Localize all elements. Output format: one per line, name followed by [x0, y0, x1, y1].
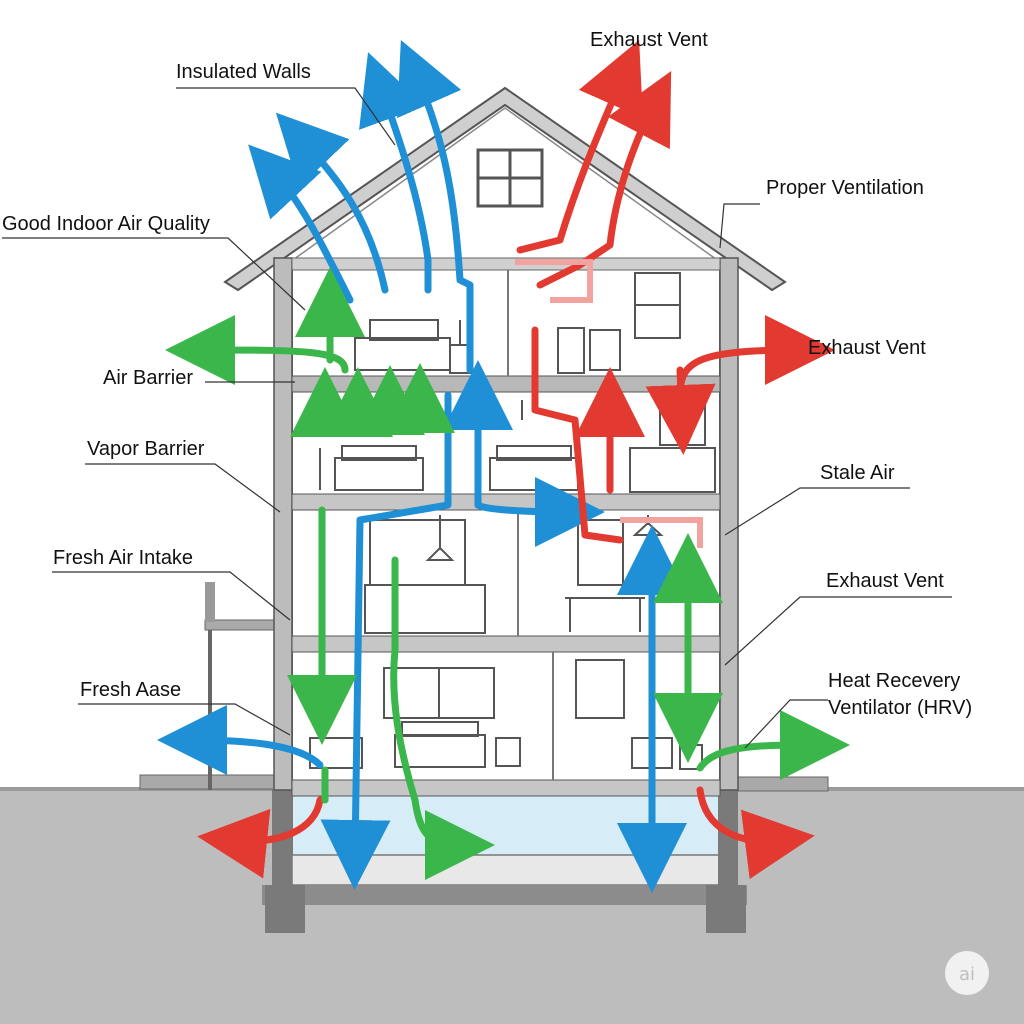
basement-floor — [291, 854, 721, 886]
wall-left — [273, 257, 293, 791]
label-hrv-line2: Ventilator (HRV) — [828, 697, 972, 719]
green-flow-right-out — [696, 710, 850, 781]
floor-slab-0 — [291, 779, 721, 797]
label-fresh-air-intake: Fresh Air Intake — [53, 547, 193, 569]
red-flow-left-base — [197, 796, 324, 879]
label-exhaust-vent-top: Exhaust Vent — [590, 29, 708, 51]
floor-slab-1 — [291, 635, 721, 653]
ceiling-attic — [291, 257, 721, 271]
footing-left — [265, 885, 305, 933]
leader-lines — [2, 87, 952, 749]
blue-flow-roof-c — [359, 52, 432, 294]
green-airflow — [165, 267, 850, 880]
red-flow-roof-b — [536, 70, 672, 289]
label-exhaust-vent-upper: Exhaust Vent — [808, 337, 926, 359]
deck-left — [139, 774, 276, 790]
label-air-barrier: Air Barrier — [103, 367, 193, 389]
label-fresh-aase: Fresh Aase — [80, 679, 181, 701]
footing-right — [706, 885, 746, 933]
label-hrv-line1: Heat Recevery — [828, 670, 960, 692]
green-flow-center — [390, 556, 495, 880]
label-exhaust-vent-lower: Exhaust Vent — [826, 570, 944, 592]
green-flow-out-top — [165, 315, 349, 386]
blue-airflow — [157, 39, 687, 893]
red-airflow — [197, 39, 835, 880]
red-flow-down-mid — [645, 366, 716, 455]
roof — [223, 86, 787, 292]
label-proper-ventilation: Proper Ventilation — [766, 177, 924, 199]
watermark-text: ai — [959, 964, 975, 985]
label-insulated-walls: Insulated Walls — [176, 61, 311, 83]
red-flow-right-base — [696, 786, 815, 880]
blue-flow-left-out — [157, 705, 324, 776]
label-stale-air: Stale Air — [820, 462, 895, 484]
balcony — [204, 619, 276, 631]
label-vapor-barrier: Vapor Barrier — [87, 438, 205, 460]
label-good-indoor-air-quality: Good Indoor Air Quality — [2, 213, 210, 235]
foundation-wall-right — [718, 790, 738, 890]
floor-slab-3 — [291, 375, 721, 393]
blue-flow-main-down — [320, 391, 452, 890]
wall-right — [719, 257, 739, 791]
blue-flow-to-right — [474, 476, 605, 547]
footing — [262, 885, 747, 905]
deck-right — [737, 776, 829, 792]
blue-flow-roof-d — [397, 39, 474, 374]
balcony-rail — [205, 582, 215, 622]
blue-flow-roof-b — [275, 112, 389, 294]
watermark-badge: ai — [945, 951, 989, 995]
